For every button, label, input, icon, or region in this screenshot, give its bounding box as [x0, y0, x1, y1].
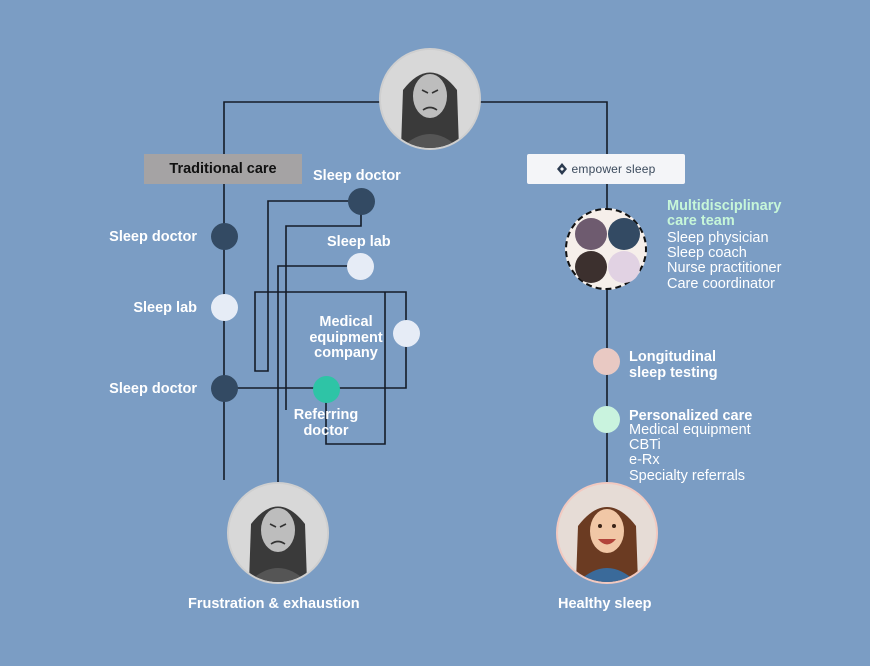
label-referring-doctor: Referring doctor [293, 407, 359, 439]
avatar-top [381, 50, 479, 148]
sad-face-icon [381, 50, 479, 148]
care-item-4: Specialty referrals [629, 468, 746, 484]
label-sleep-doctor-1: Sleep doctor [109, 229, 197, 245]
team-member-4: Care coordinator [667, 276, 775, 292]
care-item-1: Medical equipment [629, 422, 751, 438]
loop-line-e [325, 292, 386, 445]
node-referring-doctor [313, 376, 340, 403]
outcome-healthy-sleep: Healthy sleep [558, 596, 652, 612]
label-sleep-lab-1: Sleep lab [133, 300, 197, 316]
node-medical-equipment [393, 320, 420, 347]
traditional-care-badge: Traditional care [144, 154, 302, 184]
team-member-dot [608, 251, 640, 283]
node-sleep-lab-1 [211, 294, 238, 321]
care-item-2: CBTi [629, 437, 661, 453]
node-sleep-testing [593, 348, 620, 375]
happy-face-icon [558, 484, 656, 582]
node-sleep-doctor-1 [211, 223, 238, 250]
node-sleep-doctor-2 [211, 375, 238, 402]
care-team-title: Multidisciplinary care team [667, 198, 782, 229]
node-loop-sleep-lab [347, 253, 374, 280]
label-personalized-care: Personalized care [629, 408, 753, 424]
team-member-1: Sleep physician [667, 230, 769, 246]
team-member-3: Nurse practitioner [667, 260, 782, 276]
node-personalized-care [593, 406, 620, 433]
empower-badge-label: empower sleep [571, 162, 656, 176]
team-member-dot [608, 218, 640, 250]
empower-sleep-badge: empower sleep [527, 154, 685, 184]
team-member-dot [575, 251, 607, 283]
loop-line-a [224, 291, 407, 389]
loop-line-b [254, 200, 361, 372]
empower-logo-icon [556, 163, 567, 175]
sad-face-icon [229, 484, 327, 582]
node-loop-sleep-doctor [348, 188, 375, 215]
care-team-node [565, 208, 647, 290]
loop-line-d [277, 265, 360, 484]
outcome-frustration: Frustration & exhaustion [188, 596, 360, 612]
label-medical-equipment: Medical equipment company [309, 314, 383, 361]
label-loop-sleep-doctor: Sleep doctor [313, 168, 401, 184]
avatar-frustrated [229, 484, 327, 582]
team-member-dot [575, 218, 607, 250]
label-sleep-testing: Longitudinal sleep testing [629, 349, 718, 381]
team-member-2: Sleep coach [667, 245, 747, 261]
label-sleep-doctor-2: Sleep doctor [109, 381, 197, 397]
avatar-healthy [558, 484, 656, 582]
care-item-3: e-Rx [629, 452, 660, 468]
label-loop-sleep-lab: Sleep lab [327, 234, 391, 250]
